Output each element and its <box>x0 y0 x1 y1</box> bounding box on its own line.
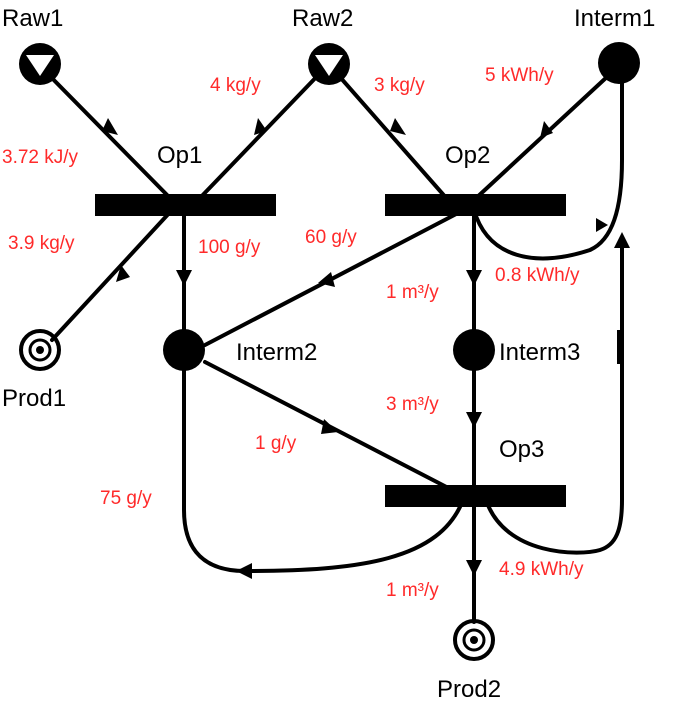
op2-bar <box>385 194 566 216</box>
flow-label-raw2-op2: 3 kg/y <box>374 75 425 96</box>
edge-op3-interm2-return <box>182 368 465 574</box>
arrow-op1-prod1 <box>116 265 130 282</box>
flow-label-op1-prod1: 3.9 kg/y <box>8 233 75 254</box>
flow-label-op1-interm2: 100 g/y <box>198 237 261 258</box>
interm3-marker <box>617 330 621 364</box>
op1-bar <box>95 194 276 216</box>
interm2-label: Interm2 <box>236 339 317 366</box>
flow-label-raw1-op1: 3.72 kJ/y <box>2 147 79 168</box>
arrow-interm2-op3 <box>321 419 338 434</box>
arrow-raw2-op2 <box>390 118 406 135</box>
prod2-node <box>453 619 495 661</box>
edge-raw1-op1 <box>40 66 174 202</box>
op3-label: Op3 <box>499 436 544 463</box>
interm3-label: Interm3 <box>499 339 580 366</box>
arrow-op3-prod2 <box>466 560 482 576</box>
flow-label-interm1-op2: 5 kWh/y <box>485 65 554 86</box>
down-triangle-icon <box>26 55 54 76</box>
flow-label-interm2-op3-return: 75 g/y <box>100 488 152 509</box>
edge-op1-prod1 <box>50 208 174 342</box>
prod1-node <box>19 329 61 371</box>
flow-label-op2-interm2: 60 g/y <box>305 227 357 248</box>
edge-op3-interm1 <box>484 238 624 555</box>
raw2-label: Raw2 <box>292 5 353 32</box>
arrow-op2-interm1-up <box>614 232 630 248</box>
flow-label-op2-interm3: 1 m³/y <box>386 282 439 303</box>
prod2-label: Prod2 <box>437 676 501 701</box>
edge-op2-interm1 <box>472 78 624 261</box>
flow-label-interm2-op3: 1 g/y <box>255 433 297 454</box>
arrow-interm3-op3 <box>466 412 482 428</box>
arrow-op2-interm3 <box>466 270 482 286</box>
raw1-label: Raw1 <box>2 5 63 32</box>
arrow-op2-interm2 <box>318 272 335 287</box>
flow-label-op3-prod2: 1 m³/y <box>386 580 439 601</box>
interm1-node <box>598 42 640 84</box>
arrow-interm1-op2 <box>540 121 553 138</box>
op1-label: Op1 <box>157 142 202 169</box>
edge-raw2-op1 <box>196 66 327 202</box>
flow-label-op2-interm1: 0.8 kWh/y <box>495 265 580 286</box>
raw1-node <box>19 43 61 85</box>
down-triangle-icon <box>315 55 343 76</box>
op3-bar <box>385 485 566 507</box>
edge-interm1-op2 <box>472 74 610 202</box>
op2-label: Op2 <box>445 142 490 169</box>
arrow-op2-interm1-loop <box>596 218 608 232</box>
arrow-op3-interm2-return <box>236 563 252 579</box>
arrow-raw1-op1 <box>102 118 118 135</box>
flow-label-op3-interm1: 4.9 kWh/y <box>499 559 584 580</box>
raw2-node <box>308 43 350 85</box>
arrow-raw2-op1 <box>254 118 267 135</box>
interm1-label: Interm1 <box>574 5 655 32</box>
interm3-node <box>453 329 495 371</box>
arrow-op1-interm2 <box>176 270 192 286</box>
flow-label-raw2-op1: 4 kg/y <box>210 75 261 96</box>
edge-raw2-op2 <box>330 66 450 202</box>
flow-label-interm3-op3: 3 m³/y <box>386 394 439 415</box>
interm2-node <box>163 329 205 371</box>
prod1-label: Prod1 <box>2 385 66 412</box>
